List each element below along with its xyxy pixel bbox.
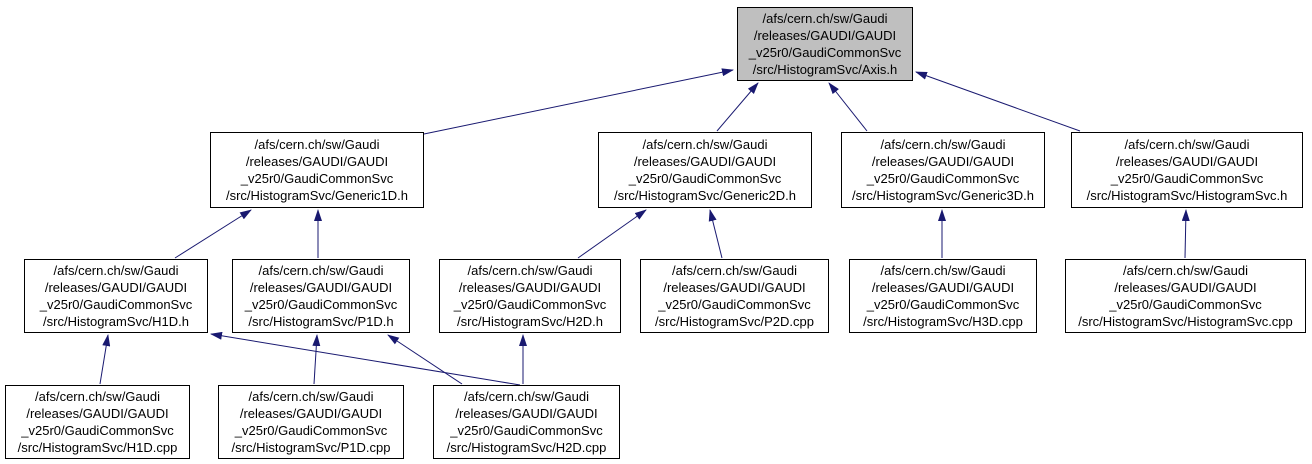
node-label-line: _v25r0/GaudiCommonSvc (244, 297, 398, 312)
node-label-line: /src/HistogramSvc/P2D.cpp (655, 314, 814, 329)
node-label-line: /releases/GAUDI/GAUDI (26, 406, 169, 421)
node-label-line: /releases/GAUDI/GAUDI (871, 154, 1015, 169)
include-edge-p2d_cpp-to-generic2d_h (708, 209, 723, 259)
node-label-line: /releases/GAUDI/GAUDI (458, 280, 602, 295)
include-edge-p1d_cpp-to-p1d_h (312, 334, 321, 385)
node-label-line: _v25r0/GaudiCommonSvc (1109, 297, 1262, 312)
node-label-line: /afs/cern.ch/sw/Gaudi (1124, 137, 1250, 152)
node-label-line: _v25r0/GaudiCommonSvc (450, 423, 603, 438)
node-label-line: /releases/GAUDI/GAUDI (633, 154, 777, 169)
node-label-line: /afs/cern.ch/sw/Gaudi (1123, 263, 1248, 278)
node-label-line: /src/HistogramSvc/H2D.h (457, 314, 603, 329)
graph-node-p1d_h[interactable]: /afs/cern.ch/sw/Gaudi/releases/GAUDI/GAU… (232, 259, 410, 333)
include-edge-h2d_h-to-generic2d_h (577, 209, 647, 259)
node-label-line: /releases/GAUDI/GAUDI (455, 406, 598, 421)
node-label-line: _v25r0/GaudiCommonSvc (866, 297, 1020, 312)
graph-node-h3d_cpp[interactable]: /afs/cern.ch/sw/Gaudi/releases/GAUDI/GAU… (849, 259, 1037, 333)
graph-node-histogramsvc_h[interactable]: /afs/cern.ch/sw/Gaudi/releases/GAUDI/GAU… (1071, 132, 1303, 208)
node-label-line: /afs/cern.ch/sw/Gaudi (642, 137, 768, 152)
include-edge-h1d_cpp-to-h1d_h (99, 334, 111, 385)
node-label-line: /afs/cern.ch/sw/Gaudi (248, 389, 374, 404)
graph-node-h2d_h[interactable]: /afs/cern.ch/sw/Gaudi/releases/GAUDI/GAU… (439, 259, 621, 333)
node-label-line: _v25r0/GaudiCommonSvc (1110, 171, 1264, 186)
node-label-line: _v25r0/GaudiCommonSvc (748, 45, 902, 60)
node-label-line: _v25r0/GaudiCommonSvc (39, 297, 193, 312)
node-label-line: /releases/GAUDI/GAUDI (663, 280, 806, 295)
node-label-line: /src/HistogramSvc/P1D.h (248, 314, 394, 329)
node-label-line: /afs/cern.ch/sw/Gaudi (880, 137, 1006, 152)
node-label-line: _v25r0/GaudiCommonSvc (21, 423, 174, 438)
node-label-line: /releases/GAUDI/GAUDI (239, 406, 383, 421)
include-edge-generic3d_h-to-axis_h (828, 82, 868, 132)
node-label-line: /src/HistogramSvc/HistogramSvc.cpp (1078, 314, 1293, 329)
graph-node-generic1d_h[interactable]: /afs/cern.ch/sw/Gaudi/releases/GAUDI/GAU… (210, 132, 424, 208)
node-label-line: /releases/GAUDI/GAUDI (245, 154, 389, 169)
node-label-line: _v25r0/GaudiCommonSvc (866, 171, 1020, 186)
node-label-line: _v25r0/GaudiCommonSvc (658, 297, 811, 312)
graph-node-h2d_cpp[interactable]: /afs/cern.ch/sw/Gaudi/releases/GAUDI/GAU… (433, 385, 620, 459)
node-label-line: /afs/cern.ch/sw/Gaudi (464, 389, 589, 404)
include-edge-h2d_cpp-to-p1d_h (387, 334, 463, 385)
include-edge-h1d_h-to-generic1d_h (174, 209, 252, 259)
node-label-line: /releases/GAUDI/GAUDI (753, 28, 897, 43)
graph-node-h1d_h[interactable]: /afs/cern.ch/sw/Gaudi/releases/GAUDI/GAU… (24, 259, 208, 333)
node-label-line: _v25r0/GaudiCommonSvc (453, 297, 607, 312)
node-label-line: /src/HistogramSvc/H3D.cpp (863, 314, 1023, 329)
node-label-line: /releases/GAUDI/GAUDI (1114, 280, 1257, 295)
node-label-line: /afs/cern.ch/sw/Gaudi (467, 263, 593, 278)
graph-node-p1d_cpp[interactable]: /afs/cern.ch/sw/Gaudi/releases/GAUDI/GAU… (218, 385, 404, 459)
graph-node-histogramsvc_cpp[interactable]: /afs/cern.ch/sw/Gaudi/releases/GAUDI/GAU… (1065, 259, 1306, 333)
node-label-line: /afs/cern.ch/sw/Gaudi (258, 263, 384, 278)
graph-node-p2d_cpp[interactable]: /afs/cern.ch/sw/Gaudi/releases/GAUDI/GAU… (640, 259, 829, 333)
node-label-line: /afs/cern.ch/sw/Gaudi (762, 11, 888, 26)
node-label-line: /afs/cern.ch/sw/Gaudi (53, 263, 179, 278)
node-label-line: /releases/GAUDI/GAUDI (1115, 154, 1259, 169)
node-label-line: /src/HistogramSvc/Generic2D.h (613, 188, 797, 203)
graph-node-generic3d_h[interactable]: /afs/cern.ch/sw/Gaudi/releases/GAUDI/GAU… (841, 132, 1045, 208)
node-label-line: /src/HistogramSvc/H2D.cpp (446, 440, 607, 455)
node-label-line: /releases/GAUDI/GAUDI (871, 280, 1015, 295)
graph-node-h1d_cpp[interactable]: /afs/cern.ch/sw/Gaudi/releases/GAUDI/GAU… (5, 385, 190, 459)
node-label-line: _v25r0/GaudiCommonSvc (628, 171, 782, 186)
node-label-line: /src/HistogramSvc/Generic3D.h (851, 188, 1035, 203)
node-label-line: /afs/cern.ch/sw/Gaudi (35, 389, 160, 404)
include-edge-h2d_cpp-to-h1d_h (210, 331, 521, 386)
node-label-line: _v25r0/GaudiCommonSvc (240, 171, 394, 186)
graph-node-generic2d_h[interactable]: /afs/cern.ch/sw/Gaudi/releases/GAUDI/GAU… (598, 132, 812, 208)
node-label-line: /src/HistogramSvc/H1D.cpp (17, 440, 178, 455)
include-edge-generic2d_h-to-axis_h (716, 82, 759, 132)
node-label-line: /releases/GAUDI/GAUDI (249, 280, 393, 295)
include-edge-generic1d_h-to-axis_h (423, 68, 734, 135)
include-edge-histogramsvc_h-to-axis_h (915, 71, 1081, 132)
node-label-line: /releases/GAUDI/GAUDI (44, 280, 188, 295)
node-label-line: /src/HistogramSvc/Axis.h (752, 62, 898, 77)
node-label-line: /afs/cern.ch/sw/Gaudi (672, 263, 797, 278)
node-label-line: /src/HistogramSvc/P1D.cpp (231, 440, 391, 455)
include-edge-histogramsvc_cpp-to-histogramsvc_h (1181, 209, 1190, 259)
node-label-line: /src/HistogramSvc/HistogramSvc.h (1086, 188, 1288, 203)
node-label-line: /afs/cern.ch/sw/Gaudi (880, 263, 1006, 278)
node-label-line: /src/HistogramSvc/H1D.h (43, 314, 189, 329)
node-label-line: /afs/cern.ch/sw/Gaudi (254, 137, 380, 152)
node-label-line: /src/HistogramSvc/Generic1D.h (225, 188, 409, 203)
node-label-line: _v25r0/GaudiCommonSvc (234, 423, 388, 438)
graph-node-axis_h[interactable]: /afs/cern.ch/sw/Gaudi/releases/GAUDI/GAU… (737, 7, 913, 81)
